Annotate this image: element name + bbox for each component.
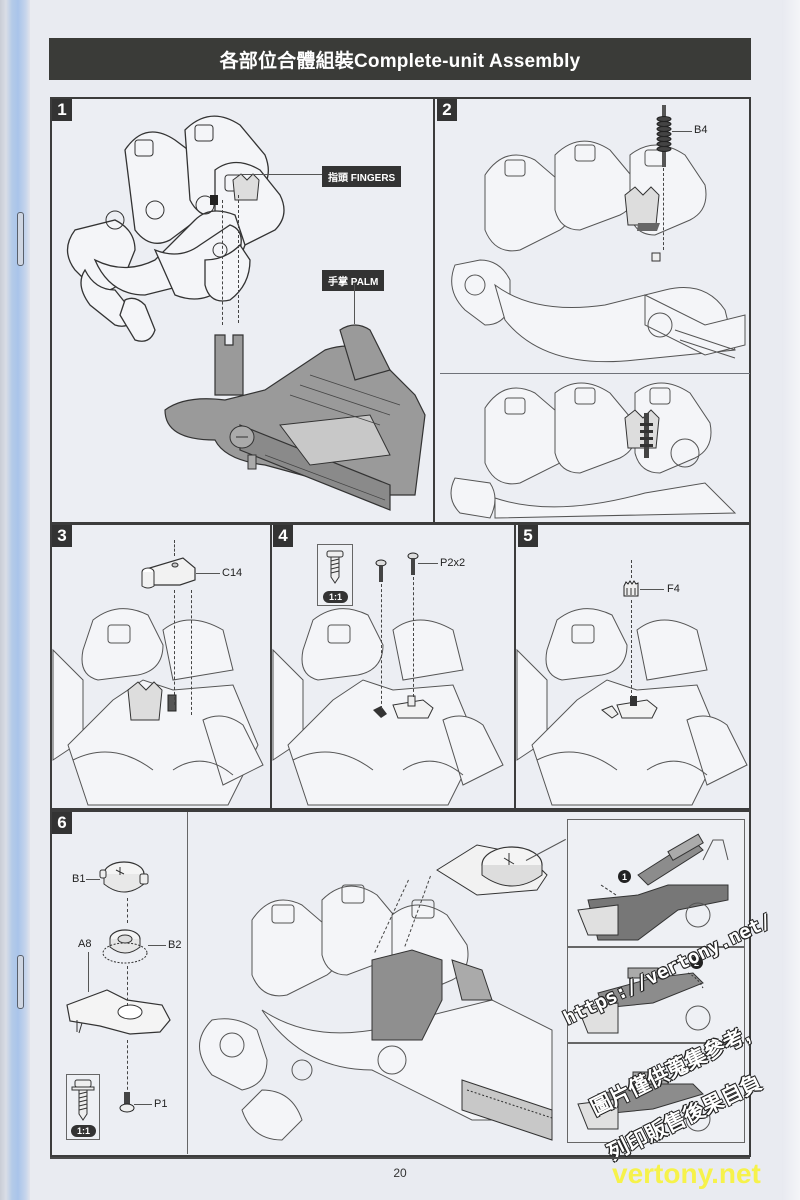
- callout-2-badge: 2: [690, 956, 703, 969]
- b2-gear-part-icon: [102, 925, 148, 965]
- leader-line: [134, 1104, 152, 1105]
- leader-line: [354, 284, 355, 324]
- part-label-p1: P1: [154, 1098, 168, 1110]
- screw-scale-inset: 1:1: [317, 544, 353, 606]
- palm-illustration: [160, 315, 432, 520]
- divider: [440, 373, 750, 374]
- assembly-guide-arrow: [127, 1040, 128, 1095]
- step-3-illustration: [53, 590, 268, 805]
- divider: [514, 523, 516, 810]
- palm-label: 手掌 PALM: [322, 270, 385, 291]
- assembly-guide-arrow: [174, 590, 175, 705]
- scale-badge: 1:1: [71, 1125, 97, 1137]
- detail-inset-3: [567, 1043, 745, 1143]
- step-6-main-illustration: [192, 820, 564, 1154]
- part-label-c14: C14: [222, 567, 243, 579]
- screw-icon: [71, 1079, 95, 1121]
- leader-line: [196, 573, 220, 574]
- leader-line: [640, 589, 664, 590]
- leader-line: [88, 952, 89, 992]
- detail-inset-2: 2: [567, 947, 745, 1043]
- booklet-binding: [0, 0, 30, 1200]
- watermark-site: vertony.net: [612, 1158, 761, 1189]
- callout-1-badge: 1: [618, 870, 631, 883]
- b1-cap-part-icon: [100, 860, 148, 896]
- step-2-hand-illustration: [445, 115, 750, 370]
- screw-icon: [120, 1092, 134, 1114]
- assembly-guide-arrow: [631, 560, 632, 578]
- staple-icon: [17, 212, 24, 266]
- step-2-number: 2: [437, 99, 457, 121]
- staple-icon: [17, 955, 24, 1009]
- detail-2-illustration: [577, 967, 711, 1034]
- assembly-guide-arrow: [663, 168, 664, 250]
- leader-line: [672, 131, 692, 132]
- screw-icon: [326, 550, 344, 584]
- detail-inset-1: 1: [567, 819, 745, 947]
- leader-line: [148, 945, 166, 946]
- divider: [187, 812, 188, 1154]
- part-label-b4: B4: [694, 124, 708, 136]
- divider: [433, 97, 435, 524]
- step-1-number: 1: [52, 99, 72, 121]
- assembly-guide-arrow: [631, 600, 632, 698]
- step-2-result-illustration: [445, 378, 750, 518]
- part-label-b2: B2: [168, 939, 182, 951]
- page-number: 20: [393, 1166, 407, 1180]
- leader-line: [86, 879, 100, 880]
- leader-line: [240, 174, 322, 175]
- assembly-guide-arrow: [238, 195, 239, 323]
- divider: [270, 523, 272, 810]
- screw-icon: [408, 553, 418, 575]
- screw-scale-inset: 1:1: [66, 1074, 100, 1140]
- step-5-number: 5: [518, 525, 538, 547]
- assembly-guide-arrow: [127, 898, 128, 923]
- step-4-illustration: [273, 590, 513, 805]
- fingers-illustration: [55, 110, 430, 520]
- assembly-guide-arrow: [174, 540, 175, 556]
- c14-part-icon: [138, 555, 200, 595]
- step-6-number: 6: [52, 812, 72, 834]
- step-4-number: 4: [273, 525, 293, 547]
- detail-3-illustration: [577, 1071, 711, 1132]
- step-3-number: 3: [52, 525, 72, 547]
- detail-1-illustration: [577, 833, 729, 941]
- part-label-b1: B1: [72, 873, 86, 885]
- step-5-illustration: [517, 590, 749, 805]
- f4-gear-icon: [623, 580, 639, 598]
- fingers-label: 指頭 FINGERS: [322, 166, 402, 187]
- page-title: 各部位合體組裝Complete-unit Assembly: [49, 38, 751, 80]
- leader-line: [418, 563, 438, 564]
- b4-gear-shaft-icon: [656, 105, 672, 167]
- part-label-p2x2: P2x2: [440, 557, 466, 569]
- part-label-f4: F4: [667, 583, 680, 595]
- page-edge: [782, 0, 800, 1200]
- assembly-guide-arrow: [127, 966, 128, 1006]
- assembly-guide-arrow: [381, 584, 382, 709]
- footer-rule: [50, 1157, 750, 1159]
- part-label-a8: A8: [78, 938, 92, 950]
- a8-arm-part-icon: [62, 985, 172, 1040]
- screw-icon: [376, 560, 386, 582]
- assembly-guide-arrow: [413, 577, 414, 697]
- assembly-guide-arrow: [222, 200, 223, 325]
- assembly-guide-arrow: [191, 590, 192, 715]
- scale-badge: 1:1: [323, 591, 349, 603]
